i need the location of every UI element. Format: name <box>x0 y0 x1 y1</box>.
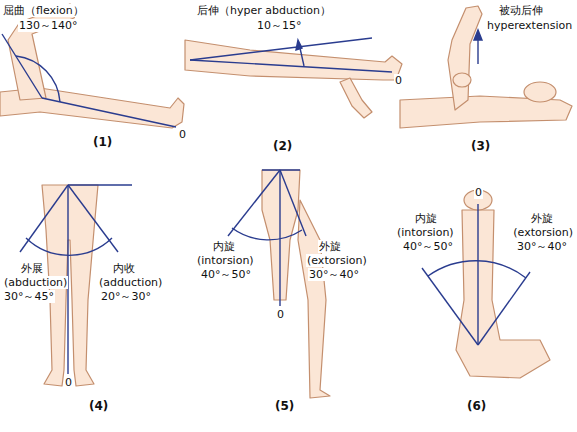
panel-number: (4) <box>88 400 109 413</box>
panel-number: (6) <box>466 400 487 413</box>
panel-number: (5) <box>274 400 295 413</box>
axis-label: 内旋 <box>212 240 236 253</box>
axis-label: 屈曲（flexion） <box>2 4 85 17</box>
angle-value: 30°～40° <box>516 240 568 253</box>
angle-value: 40°～50° <box>402 240 454 253</box>
panel-number: (2) <box>272 140 293 153</box>
angle-value: 10～15° <box>256 19 303 32</box>
axis-label: 外旋 <box>318 240 342 253</box>
axis-label: 外旋 <box>530 212 554 225</box>
angle-value: 40°～50° <box>200 268 252 281</box>
axis-label: (extorsion) <box>306 254 368 267</box>
axis-label: hyperextension <box>486 19 573 32</box>
zero-mark: 0 <box>474 186 483 199</box>
axis-label: (adduction) <box>98 276 163 289</box>
axis-label: 内旋 <box>414 212 438 225</box>
angle-value: 130～140° <box>18 19 79 32</box>
zero-mark: 0 <box>178 128 187 141</box>
panel-number: (1) <box>92 136 113 149</box>
zero-mark: 0 <box>276 308 285 321</box>
angle-value: 20°～30° <box>100 290 152 303</box>
axis-label: 内收 <box>112 262 136 275</box>
axis-label: (intorsion) <box>396 226 455 239</box>
zero-mark: 0 <box>64 376 73 389</box>
zero-mark: 0 <box>394 74 403 87</box>
axis-label: 后伸（hyper abduction） <box>196 4 332 17</box>
axis-label: (abduction) <box>3 276 68 289</box>
angle-value: 30°～40° <box>308 268 360 281</box>
axis-label: (intorsion) <box>196 254 255 267</box>
axis-label: 外展 <box>20 262 44 275</box>
angle-value: 30°～45° <box>3 290 55 303</box>
axis-label: (extorsion) <box>512 226 574 239</box>
panel-number: (3) <box>470 140 491 153</box>
axis-label: 被动后伸 <box>498 4 544 17</box>
